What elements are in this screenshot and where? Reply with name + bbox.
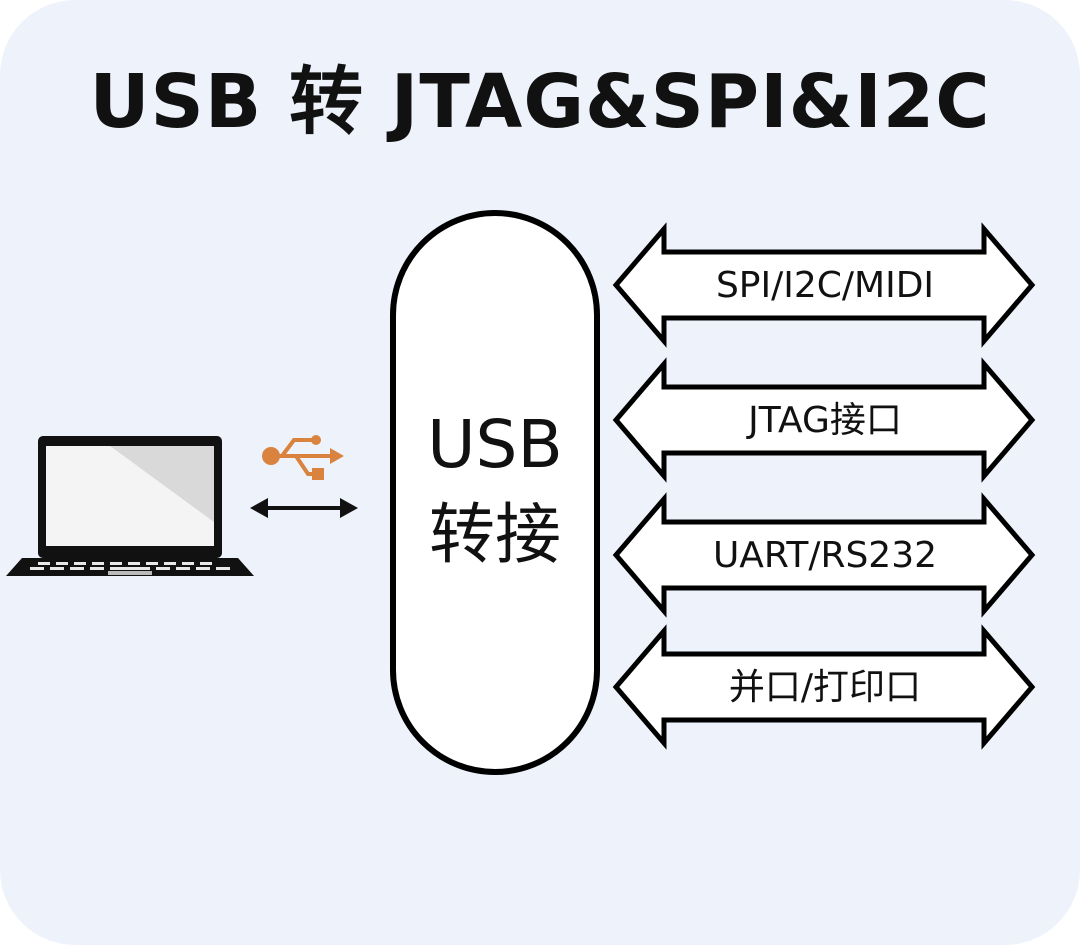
double-arrow-icon	[250, 498, 358, 518]
arrow-parallel	[612, 624, 1036, 750]
diagram-title: USB 转 JTAG&SPI&I2C	[89, 59, 991, 145]
adapter-label-line2: 转接	[429, 496, 561, 573]
arrow-jtag	[612, 357, 1036, 483]
usb-adapter-label: USB 转接	[390, 400, 600, 580]
interface-label-jtag: JTAG接口	[748, 400, 902, 441]
arrow-spi	[612, 222, 1036, 348]
usb-adapter-box	[390, 210, 600, 775]
arrow-uart	[612, 492, 1036, 618]
interface-label-parallel: 并口/打印口	[728, 667, 922, 708]
laptop-icon	[6, 436, 254, 576]
interface-label-spi: SPI/I2C/MIDI	[715, 265, 935, 306]
interface-arrows	[612, 222, 1036, 750]
usb-icon	[262, 435, 344, 480]
adapter-label-line1: USB	[427, 406, 563, 483]
interface-label-uart: UART/RS232	[712, 535, 938, 576]
